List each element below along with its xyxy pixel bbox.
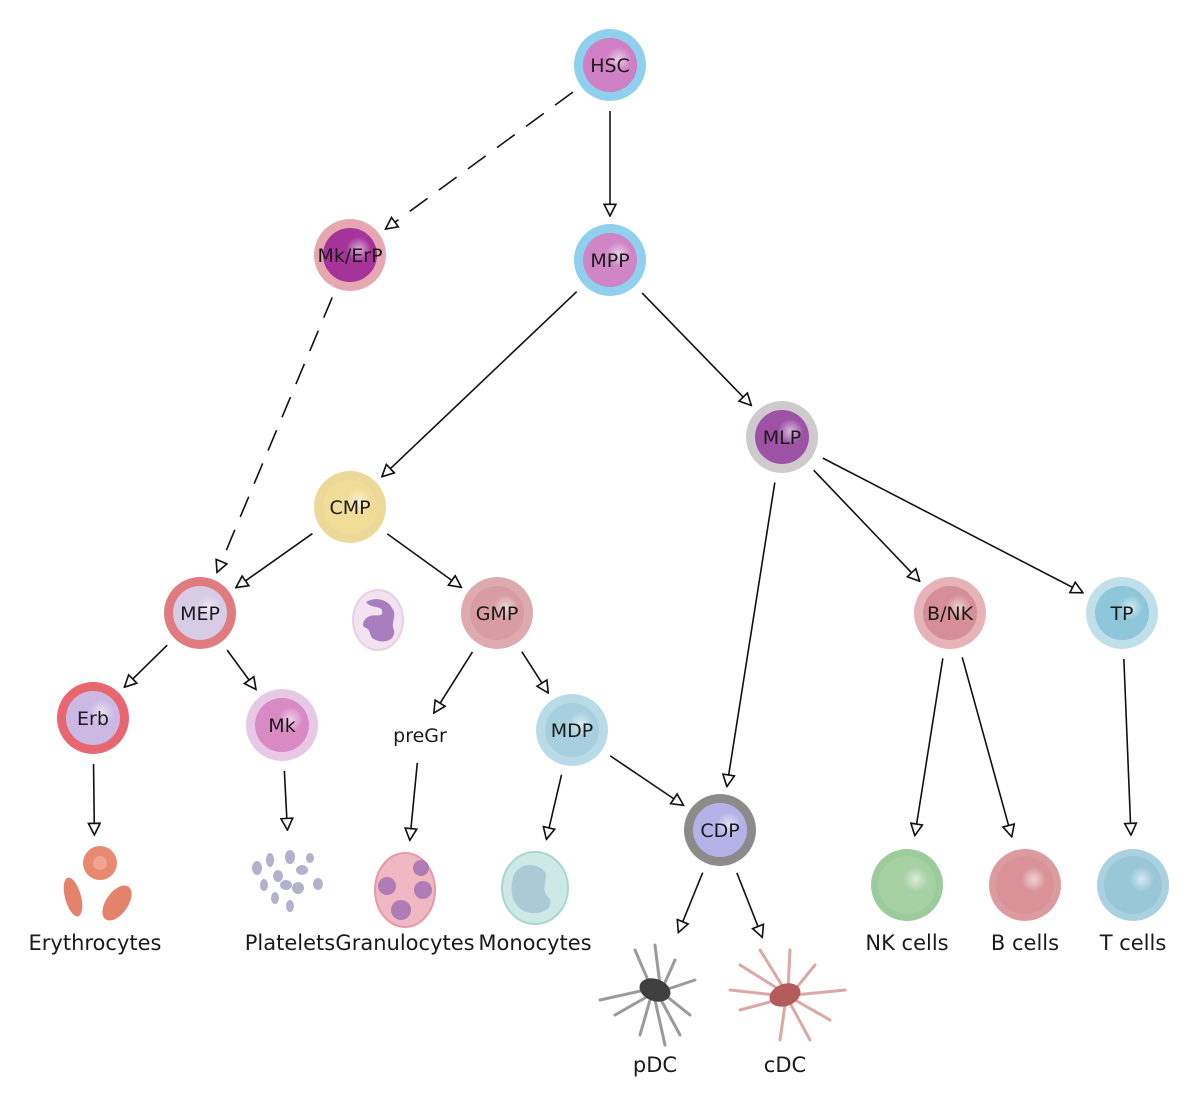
node-label: GMP bbox=[476, 603, 519, 625]
label-erythrocytes: Erythrocytes bbox=[29, 931, 162, 955]
label-granulocytes: Granulocytes bbox=[335, 931, 474, 955]
pdc-illustration bbox=[598, 943, 697, 1047]
edge-mpp-to-mlp bbox=[641, 292, 751, 405]
cell-highlight bbox=[746, 401, 818, 473]
edge-cdp-to-pdc bbox=[678, 872, 704, 933]
cell-highlight bbox=[164, 577, 236, 649]
edges-layer bbox=[94, 91, 1131, 938]
label-b-cells: B cells bbox=[991, 931, 1059, 955]
node-label: Mk/ErP bbox=[317, 245, 382, 267]
node-label: TP bbox=[1109, 603, 1133, 625]
node-erb: Erb bbox=[57, 682, 129, 754]
edge-mkerp-to-mep bbox=[217, 297, 333, 572]
edge-mdp-to-cdp bbox=[609, 755, 683, 806]
cell-highlight bbox=[1086, 577, 1158, 649]
edge-pregr-to-granulocytes bbox=[410, 762, 419, 840]
node-label: B/NK bbox=[927, 603, 974, 625]
node-label: CMP bbox=[329, 497, 370, 519]
cell-highlight bbox=[536, 694, 608, 766]
edge-gmp-to-pregr bbox=[434, 651, 474, 713]
edge-mdp-to-monocytes bbox=[546, 774, 563, 840]
node-label: preGr bbox=[393, 725, 447, 747]
edge-gmp-to-mdp bbox=[521, 651, 548, 693]
edge-mlp-to-bnk bbox=[813, 469, 920, 581]
cell-highlight bbox=[684, 794, 756, 866]
node-mlp: MLP bbox=[746, 401, 818, 473]
cell-highlight bbox=[246, 689, 318, 761]
label-pdc: pDC bbox=[633, 1053, 677, 1077]
label-nk-cells: NK cells bbox=[865, 931, 948, 955]
cell-highlight bbox=[914, 577, 986, 649]
edge-mpp-to-cmp bbox=[382, 291, 578, 477]
cdc-illustration bbox=[728, 948, 847, 1042]
edge-mlp-to-tp bbox=[822, 457, 1083, 593]
neutrophil-illustration bbox=[352, 589, 404, 651]
cell-highlight bbox=[574, 224, 646, 296]
node-label: MEP bbox=[180, 603, 220, 625]
monocytes-illustration bbox=[501, 851, 569, 925]
node-mep: MEP bbox=[164, 577, 236, 649]
node-label: MPP bbox=[590, 250, 629, 272]
label-cdc: cDC bbox=[764, 1053, 806, 1077]
edge-cdp-to-cdc bbox=[736, 872, 762, 938]
edge-tp-to-tcells bbox=[1123, 658, 1131, 835]
platelets-illustration bbox=[252, 850, 323, 912]
t-cells-illustration bbox=[1097, 849, 1169, 921]
node-pregr: preGr bbox=[393, 725, 447, 747]
node-label: Mk bbox=[268, 715, 295, 737]
label-platelets: Platelets bbox=[245, 931, 335, 955]
b-cells-illustration bbox=[989, 849, 1061, 921]
node-label: Erb bbox=[77, 708, 109, 730]
node-tp: TP bbox=[1086, 577, 1158, 649]
cell-highlight bbox=[461, 577, 533, 649]
cell-highlight bbox=[574, 29, 646, 101]
node-label: HSC bbox=[590, 55, 630, 77]
edge-bnk-to-bcells bbox=[961, 657, 1011, 836]
edge-erb-to-erythrocytes bbox=[94, 763, 95, 835]
node-label: CDP bbox=[700, 820, 739, 842]
label-t-cells: T cells bbox=[1099, 931, 1167, 955]
edge-cmp-to-mep bbox=[236, 532, 313, 588]
node-label: MLP bbox=[763, 427, 801, 449]
node-cdp: CDP bbox=[684, 794, 756, 866]
cell-highlight bbox=[314, 219, 386, 291]
edge-cmp-to-gmp bbox=[386, 533, 461, 587]
node-mdp: MDP bbox=[536, 694, 608, 766]
label-monocytes: Monocytes bbox=[478, 931, 591, 955]
node-hsc: HSC bbox=[574, 29, 646, 101]
node-cmp: CMP bbox=[314, 471, 386, 543]
node-mk: Mk bbox=[246, 689, 318, 761]
edge-mk-to-platelets bbox=[284, 770, 287, 830]
edge-mlp-to-cdp bbox=[727, 482, 776, 786]
cell-highlight bbox=[314, 471, 386, 543]
edge-mep-to-mk bbox=[226, 649, 256, 689]
node-mpp: MPP bbox=[574, 224, 646, 296]
node-b-nk: B/NK bbox=[914, 577, 986, 649]
nk-cells-illustration bbox=[871, 849, 943, 921]
node-mk-erp: Mk/ErP bbox=[314, 219, 386, 291]
cell-highlight bbox=[57, 682, 129, 754]
edge-mep-to-erb bbox=[124, 644, 168, 687]
edge-bnk-to-nkcells bbox=[915, 658, 944, 835]
erythrocytes-illustration bbox=[63, 846, 132, 921]
node-gmp: GMP bbox=[461, 577, 533, 649]
edge-hsc-to-mkerp bbox=[386, 91, 574, 229]
node-label: MDP bbox=[551, 720, 593, 742]
granulocytes-illustration bbox=[374, 852, 436, 928]
